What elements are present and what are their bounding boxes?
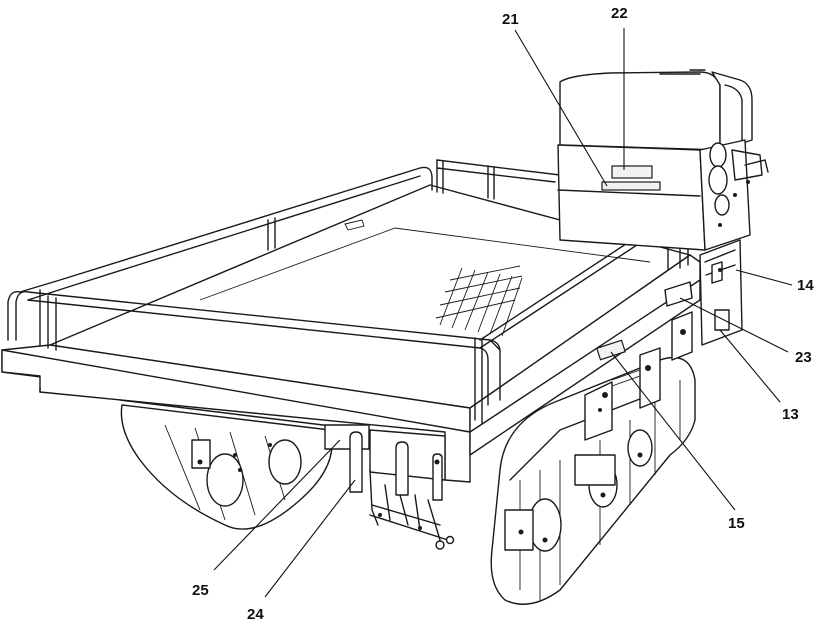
callout-14: 14 [797,277,814,294]
right-track [490,356,696,605]
callout-15: 15 [728,515,745,532]
callout-labels: 21 22 14 23 13 15 25 24 [192,5,814,623]
leader-25 [213,439,341,571]
callout-25: 25 [192,582,209,599]
callout-23: 23 [795,349,812,366]
leader-21 [514,29,608,187]
cargo-bed [1,184,701,483]
callout-21: 21 [502,11,519,28]
leader-lines [213,28,793,598]
left-track [120,404,333,530]
rear-controls [324,424,455,550]
leader-15 [610,351,736,511]
callout-24: 24 [247,606,264,623]
leader-23 [679,297,789,353]
cab-engine [557,69,769,251]
callout-13: 13 [782,406,799,423]
leader-14 [735,269,793,286]
leader-24 [264,479,356,598]
callout-22: 22 [611,5,628,22]
leader-13 [719,329,781,403]
mesh-grid [435,265,523,337]
side-box-panel [584,239,743,441]
